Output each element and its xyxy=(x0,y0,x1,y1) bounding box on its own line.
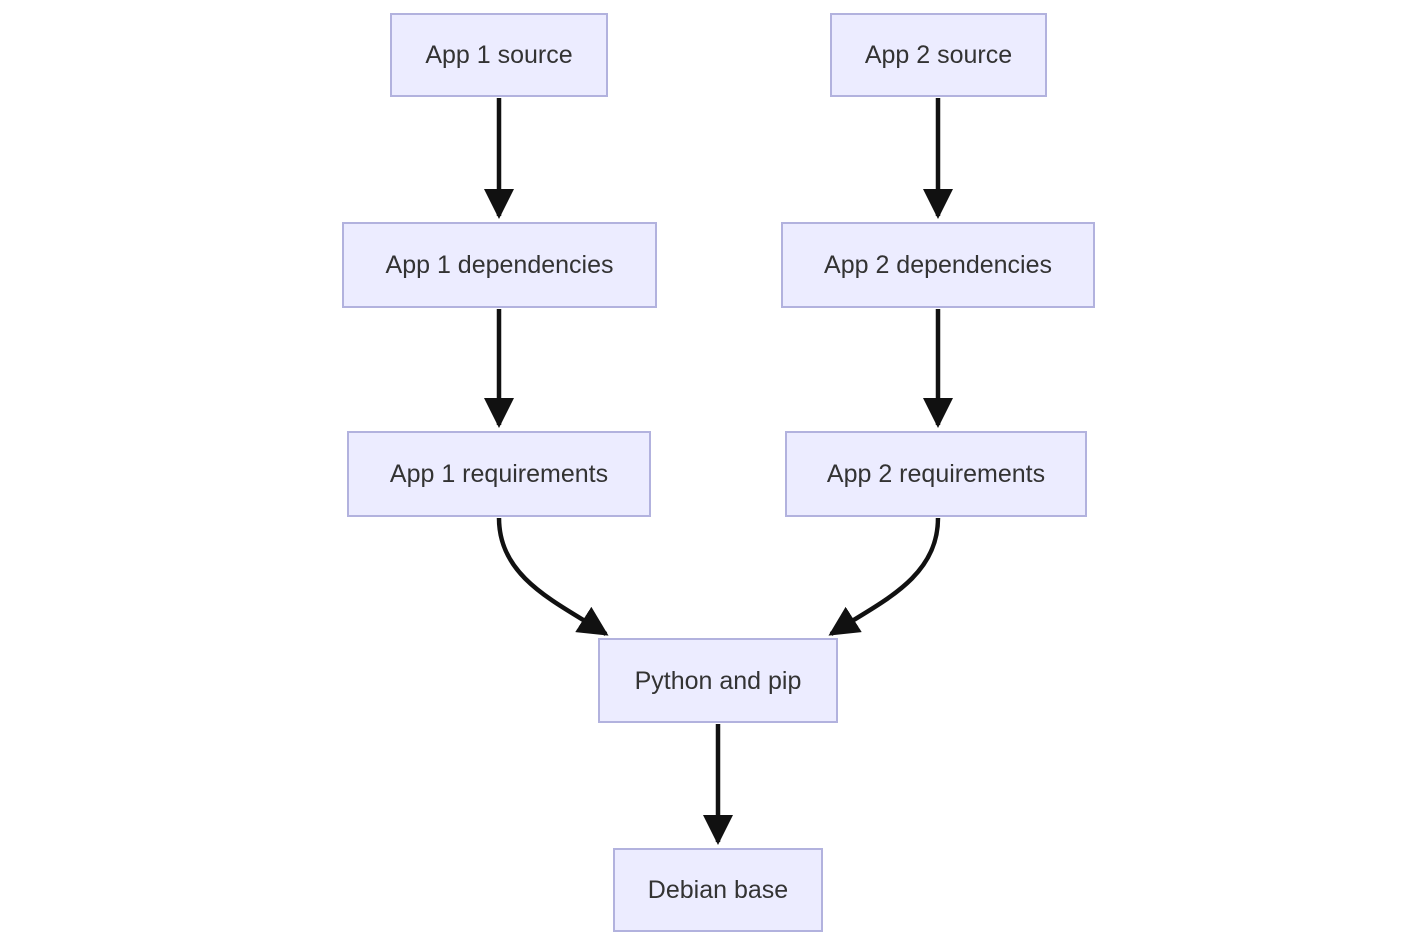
node-debian-base: Debian base xyxy=(613,848,823,932)
node-app1-source-label: App 1 source xyxy=(425,41,573,69)
node-app1-source: App 1 source xyxy=(390,13,608,97)
node-app1-dependencies-label: App 1 dependencies xyxy=(385,251,614,279)
node-app2-dependencies-label: App 2 dependencies xyxy=(824,251,1052,279)
edge-app1-requirements-to-python-and-pip xyxy=(496,517,609,636)
node-app2-requirements-label: App 2 requirements xyxy=(826,460,1046,488)
edge-app2-requirements-to-python-and-pip xyxy=(828,517,941,636)
node-python-and-pip: Python and pip xyxy=(598,638,838,723)
node-app2-source: App 2 source xyxy=(830,13,1047,97)
node-app2-source-label: App 2 source xyxy=(864,41,1013,69)
node-app2-dependencies: App 2 dependencies xyxy=(781,222,1095,308)
node-app1-dependencies: App 1 dependencies xyxy=(342,222,657,308)
node-app2-requirements: App 2 requirements xyxy=(785,431,1087,517)
node-app1-requirements-label: App 1 requirements xyxy=(389,460,609,488)
node-python-and-pip-label: Python and pip xyxy=(634,666,802,695)
node-app1-requirements: App 1 requirements xyxy=(347,431,651,517)
node-debian-base-label: Debian base xyxy=(647,876,789,904)
